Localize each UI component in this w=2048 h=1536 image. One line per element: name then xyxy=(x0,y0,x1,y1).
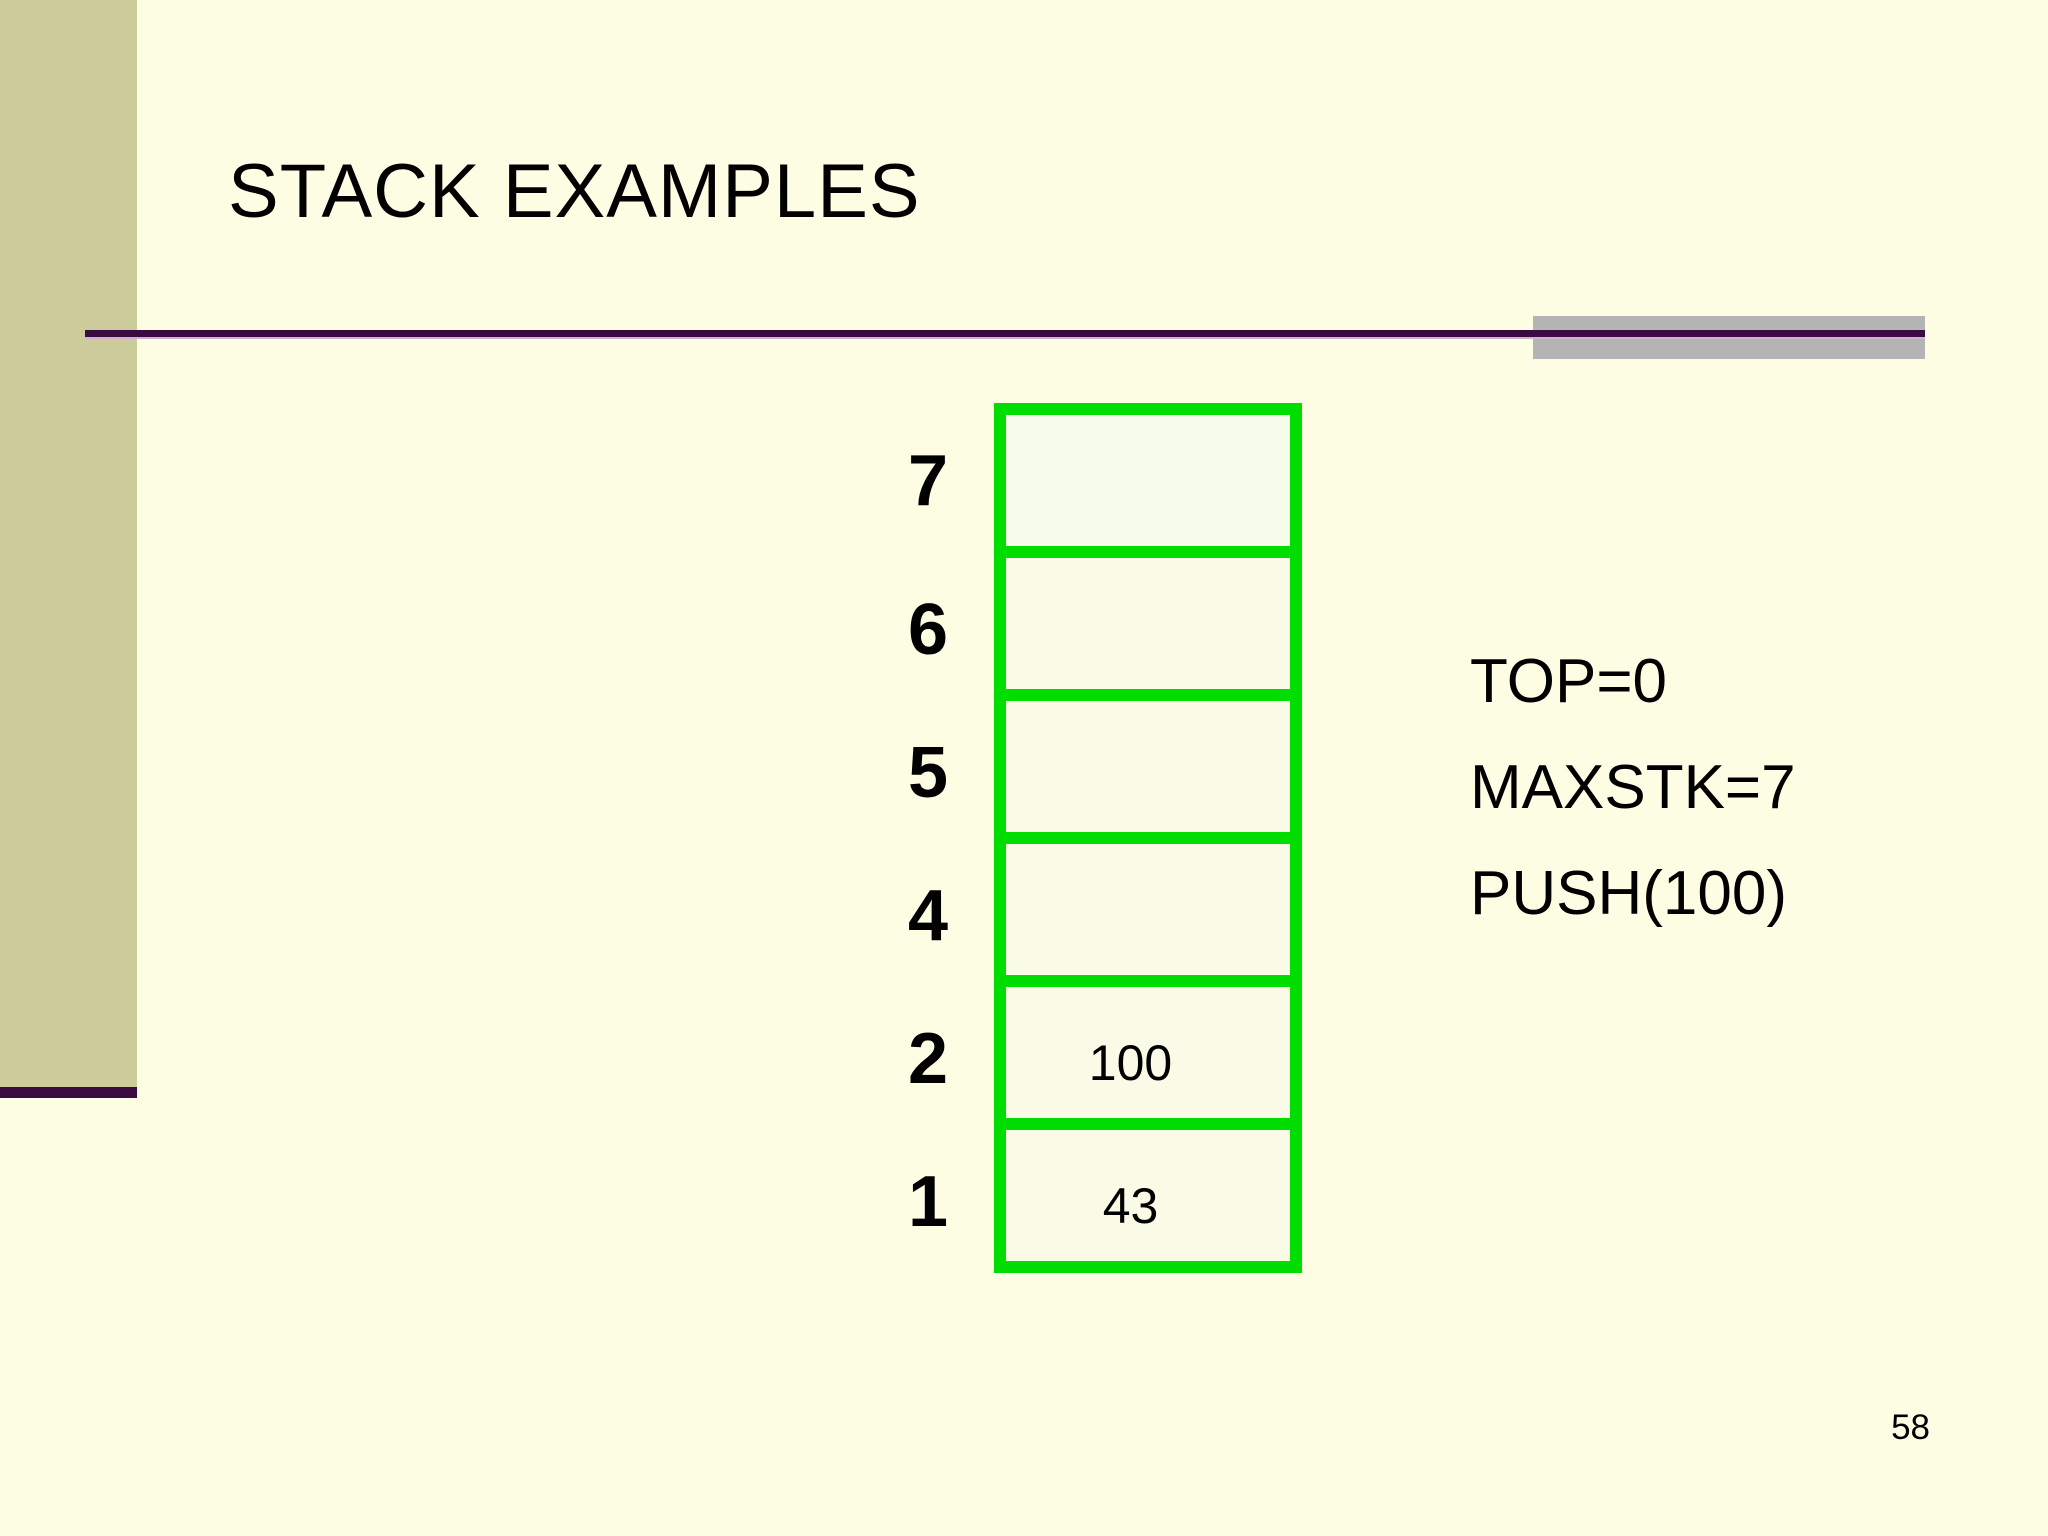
title-divider-line xyxy=(85,330,1925,339)
stack-row: 6 xyxy=(858,558,1302,701)
stack-cell xyxy=(994,558,1302,701)
stack-cell xyxy=(994,701,1302,844)
stack-index-label: 5 xyxy=(907,732,948,813)
stack-index-label: 1 xyxy=(907,1161,948,1242)
stack-index-label: 6 xyxy=(907,589,948,670)
stack-row: 1 43 xyxy=(858,1130,1302,1273)
left-sidebar-bottom-line xyxy=(0,1087,137,1098)
annotation-text: MAXSTK=7 xyxy=(1470,752,1796,822)
stack-row: 7 xyxy=(858,403,1302,558)
stack-row: 5 xyxy=(858,701,1302,844)
stack-cell xyxy=(994,844,1302,987)
annotation-text: TOP=0 xyxy=(1470,646,1668,716)
stack-cell xyxy=(994,403,1302,558)
stack-cell: 43 xyxy=(994,1130,1302,1273)
stack-row: 2 100 xyxy=(858,987,1302,1130)
stack-annotations: TOP=0 MAXSTK=7 PUSH(100) xyxy=(1470,628,1796,946)
left-sidebar-decoration xyxy=(0,0,137,1087)
stack-row: 4 xyxy=(858,844,1302,987)
stack-diagram: 7 6 5 4 2 100 1 43 xyxy=(858,403,1302,1273)
page-number: 58 xyxy=(1891,1408,1930,1447)
annotation-text: PUSH(100) xyxy=(1470,858,1787,928)
slide-title: STACK EXAMPLES xyxy=(228,149,921,234)
stack-cell: 100 xyxy=(994,987,1302,1130)
stack-index-label: 2 xyxy=(907,1018,948,1099)
stack-index-label: 7 xyxy=(907,440,948,521)
stack-index-label: 4 xyxy=(907,875,948,956)
